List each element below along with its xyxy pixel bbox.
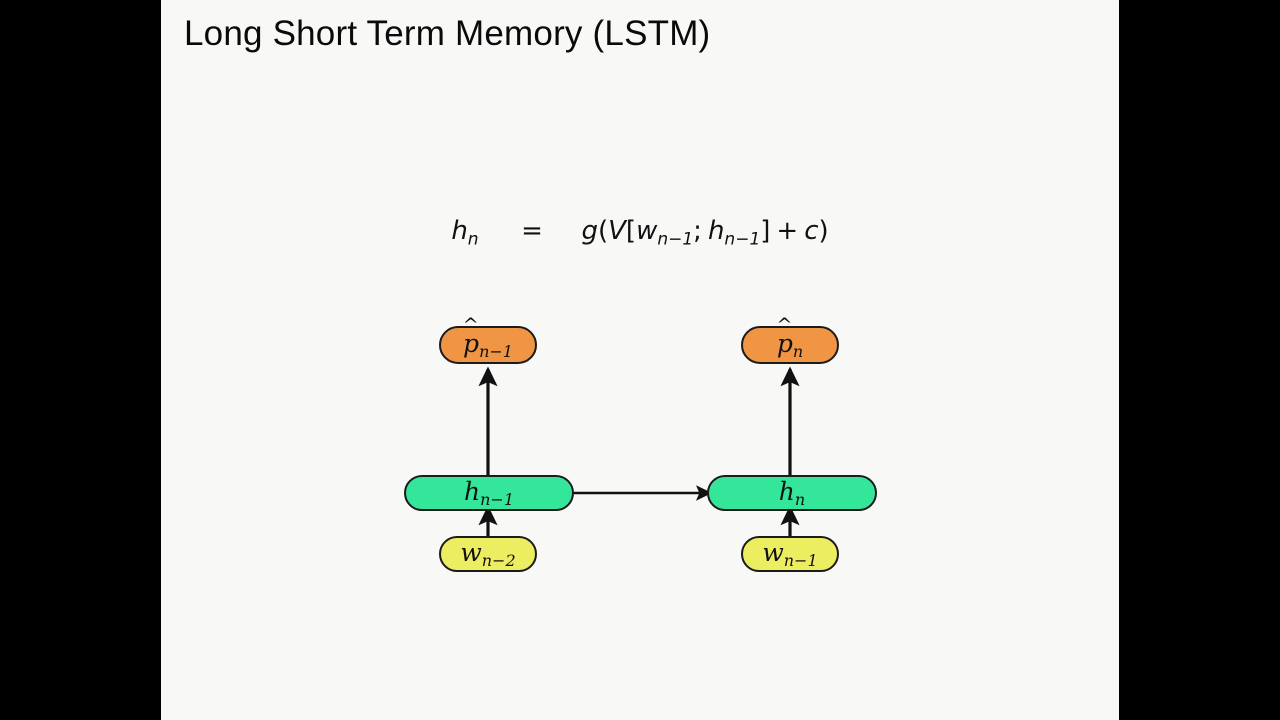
node-sub: n−2	[481, 550, 516, 570]
node-output-p-cur[interactable]: pn	[741, 326, 839, 364]
node-var: w	[762, 537, 784, 567]
node-label: hn	[779, 479, 805, 508]
node-label: wn−2	[460, 540, 515, 569]
letterbox-right	[1119, 0, 1280, 720]
eq-open-paren: (	[597, 216, 609, 246]
hat-accent: p	[463, 331, 479, 356]
slide-canvas: Long Short Term Memory (LSTM) hn = g(V[w…	[161, 0, 1119, 720]
eq-w: w	[636, 216, 658, 246]
eq-plus: +	[776, 216, 799, 246]
eq-lhs-sub: n	[467, 229, 479, 250]
lstm-unrolled-diagram: pn−1 pn hn−1 hn wn−2 wn−1	[161, 0, 1119, 720]
node-var: w	[460, 537, 482, 567]
node-label: wn−1	[762, 540, 817, 569]
eq-V: V	[608, 216, 626, 246]
node-hidden-h-prev[interactable]: hn−1	[404, 475, 574, 511]
eq-h-rhs-sub: n−1	[724, 229, 761, 250]
node-output-p-prev[interactable]: pn−1	[439, 326, 537, 364]
eq-lhs-h: h	[451, 216, 468, 246]
eq-h-rhs: h	[707, 216, 725, 246]
eq-c: c	[804, 216, 819, 246]
node-sub: n−1	[479, 341, 513, 361]
eq-open-bracket: [	[625, 216, 637, 246]
eq-w-sub: n−1	[657, 229, 694, 250]
eq-relation: =	[521, 216, 543, 246]
node-label: pn	[777, 331, 803, 360]
hat-accent: p	[777, 331, 793, 356]
node-sub: n	[792, 341, 804, 361]
node-var: h	[464, 476, 481, 506]
node-label: hn−1	[464, 479, 514, 508]
node-sub: n−1	[480, 489, 514, 509]
node-var: h	[778, 476, 795, 506]
eq-close-paren: )	[818, 216, 829, 246]
equation-line: hn = g(V[wn−1;hn−1]+c)	[451, 216, 828, 249]
equation-block: hn = g(V[wn−1;hn−1]+c)	[161, 216, 1119, 249]
node-input-w-prev[interactable]: wn−2	[439, 536, 537, 572]
diagram-arrows	[478, 366, 800, 538]
letterbox-left	[0, 0, 161, 720]
eq-semicolon: ;	[693, 216, 702, 246]
eq-close-bracket: ]	[760, 216, 771, 246]
node-label: pn−1	[463, 331, 513, 360]
page-title: Long Short Term Memory (LSTM)	[184, 14, 711, 53]
node-hidden-h-cur[interactable]: hn	[707, 475, 877, 511]
node-sub: n	[794, 489, 806, 509]
eq-g: g	[581, 216, 598, 246]
node-input-w-cur[interactable]: wn−1	[741, 536, 839, 572]
node-sub: n−1	[783, 550, 818, 570]
